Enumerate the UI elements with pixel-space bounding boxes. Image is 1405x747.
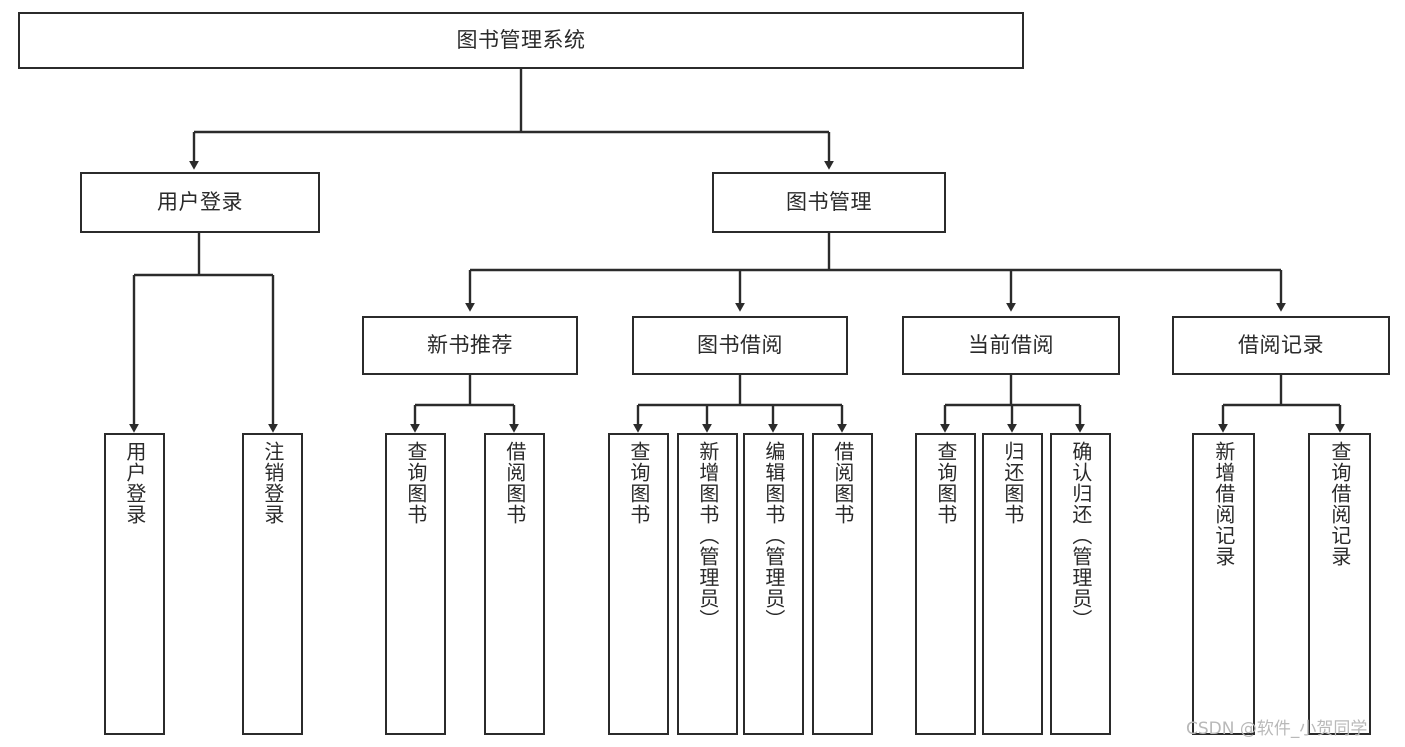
node-leaf-recommend-borrow-book-label: 借阅图书 xyxy=(502,441,527,525)
node-leaf-recommend-borrow-book[interactable]: 借阅图书 xyxy=(484,433,545,735)
node-book-borrow-label: 图书借阅 xyxy=(697,332,783,357)
node-leaf-query-borrow-record-label: 查询借阅记录 xyxy=(1327,441,1352,567)
node-leaf-recommend-query-book-label: 查询图书 xyxy=(403,441,428,525)
watermark-text: CSDN @软件_小贺同学 xyxy=(1186,719,1368,739)
node-root[interactable]: 图书管理系统 xyxy=(18,12,1024,69)
node-book-management[interactable]: 图书管理 xyxy=(712,172,946,233)
node-borrow-record[interactable]: 借阅记录 xyxy=(1172,316,1390,375)
node-leaf-confirm-return-admin[interactable]: 确认归还（管理员） xyxy=(1050,433,1111,735)
node-leaf-edit-book-admin-label: 编辑图书（管理员） xyxy=(761,441,786,630)
node-root-label: 图书管理系统 xyxy=(456,27,586,52)
node-leaf-user-login-label: 用户登录 xyxy=(122,441,147,525)
node-leaf-add-borrow-record-label: 新增借阅记录 xyxy=(1211,441,1236,567)
node-leaf-edit-book-admin[interactable]: 编辑图书（管理员） xyxy=(743,433,804,735)
node-user-login-label: 用户登录 xyxy=(157,189,243,214)
node-leaf-current-query-book-label: 查询图书 xyxy=(933,441,958,525)
node-leaf-recommend-query-book[interactable]: 查询图书 xyxy=(385,433,446,735)
node-leaf-logout[interactable]: 注销登录 xyxy=(242,433,303,735)
node-leaf-return-book[interactable]: 归还图书 xyxy=(982,433,1043,735)
node-leaf-return-book-label: 归还图书 xyxy=(1000,441,1025,525)
node-leaf-borrow-book-label: 借阅图书 xyxy=(830,441,855,525)
node-user-login[interactable]: 用户登录 xyxy=(80,172,320,233)
node-leaf-query-borrow-record[interactable]: 查询借阅记录 xyxy=(1308,433,1371,735)
node-leaf-confirm-return-admin-label: 确认归还（管理员） xyxy=(1068,441,1093,630)
node-leaf-add-book-admin[interactable]: 新增图书（管理员） xyxy=(677,433,738,735)
node-new-book-recommend-label: 新书推荐 xyxy=(427,332,513,357)
node-book-management-label: 图书管理 xyxy=(786,189,872,214)
node-borrow-record-label: 借阅记录 xyxy=(1238,332,1324,357)
node-leaf-add-book-admin-label: 新增图书（管理员） xyxy=(695,441,720,630)
node-leaf-borrow-query-book-label: 查询图书 xyxy=(626,441,651,525)
node-leaf-logout-label: 注销登录 xyxy=(260,441,285,525)
node-current-borrow-label: 当前借阅 xyxy=(968,332,1054,357)
node-book-borrow[interactable]: 图书借阅 xyxy=(632,316,848,375)
node-leaf-borrow-query-book[interactable]: 查询图书 xyxy=(608,433,669,735)
node-leaf-borrow-book[interactable]: 借阅图书 xyxy=(812,433,873,735)
node-current-borrow[interactable]: 当前借阅 xyxy=(902,316,1120,375)
node-leaf-user-login[interactable]: 用户登录 xyxy=(104,433,165,735)
node-leaf-add-borrow-record[interactable]: 新增借阅记录 xyxy=(1192,433,1255,735)
node-leaf-current-query-book[interactable]: 查询图书 xyxy=(915,433,976,735)
node-new-book-recommend[interactable]: 新书推荐 xyxy=(362,316,578,375)
